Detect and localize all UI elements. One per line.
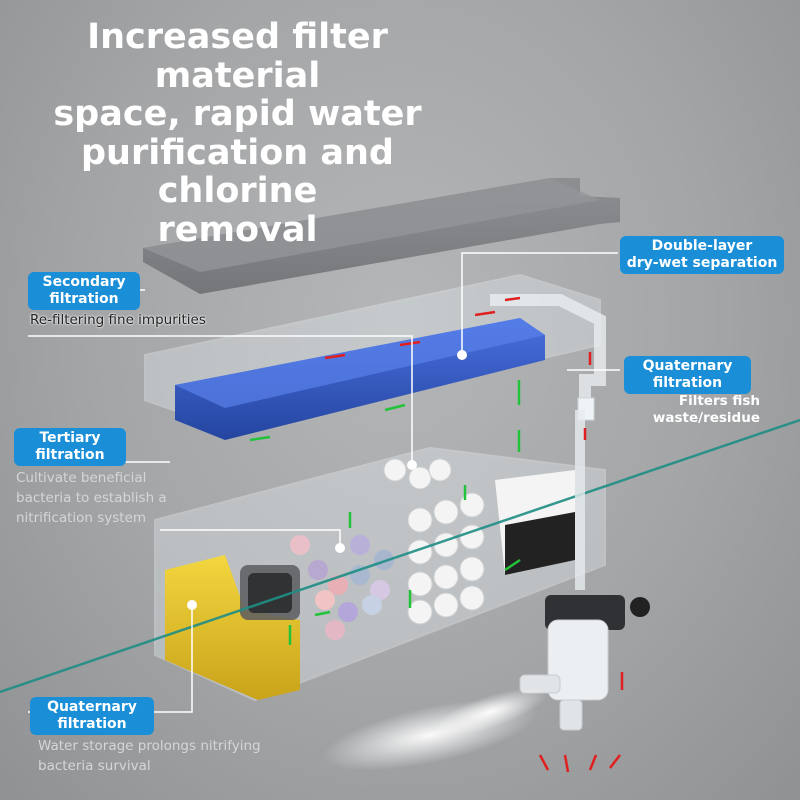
badge-tertiary-line-1: Tertiary bbox=[39, 430, 101, 446]
tertiary-description: Cultivate beneficial bacteria to establi… bbox=[16, 468, 167, 528]
quaternary-bottom-desc-2: bacteria survival bbox=[38, 758, 151, 774]
badge-quaternary-top: Quaternary filtration bbox=[624, 356, 751, 394]
quaternary-top-description: Filters fish waste/residue bbox=[650, 393, 760, 427]
badge-secondary-line-2: filtration bbox=[49, 291, 119, 307]
headline-line-4: removal bbox=[157, 209, 318, 250]
badge-double-layer-line-1: Double-layer bbox=[651, 238, 753, 254]
badge-quaternary-bottom-line-1: Quaternary bbox=[47, 699, 137, 715]
badge-quaternary-bottom: Quaternary filtration bbox=[30, 697, 154, 735]
flow-arrows-red bbox=[324, 296, 624, 773]
headline: Increased filter material space, rapid w… bbox=[0, 18, 475, 249]
badge-double-layer-line-2: dry-wet separation bbox=[626, 255, 778, 271]
water-line bbox=[0, 418, 800, 694]
submersible-pump bbox=[519, 410, 650, 731]
yellow-media bbox=[165, 555, 300, 700]
badge-double-layer: Double-layer dry-wet separation bbox=[620, 236, 784, 274]
tertiary-desc-1: Cultivate beneficial bbox=[16, 470, 147, 486]
badge-quaternary-bottom-line-2: filtration bbox=[57, 716, 127, 732]
headline-line-2: space, rapid water bbox=[53, 94, 422, 134]
badge-quaternary-top-line-1: Quaternary bbox=[642, 358, 733, 374]
lid bbox=[143, 178, 620, 294]
flow-arrows-green bbox=[249, 380, 521, 645]
tertiary-desc-2: bacteria to establish a bbox=[16, 490, 167, 506]
badge-secondary-line-1: Secondary bbox=[42, 274, 126, 290]
quaternary-bottom-desc-1: Water storage prolongs nitrifying bbox=[38, 738, 261, 754]
lower-tank bbox=[154, 446, 606, 702]
quaternary-bottom-description: Water storage prolongs nitrifying bacter… bbox=[38, 736, 261, 776]
quaternary-top-desc-1: Filters fish bbox=[678, 393, 760, 409]
tertiary-desc-3: nitrification system bbox=[16, 510, 147, 526]
badge-tertiary: Tertiary filtration bbox=[14, 428, 126, 466]
badge-secondary: Secondary filtration bbox=[28, 272, 140, 310]
secondary-description: Re-filtering fine impurities bbox=[30, 312, 206, 328]
carbon-media bbox=[505, 512, 575, 575]
ceramic-rings bbox=[383, 458, 485, 625]
quaternary-top-desc-2: waste/residue bbox=[652, 410, 760, 426]
headline-line-3: purification and chlorine bbox=[80, 132, 394, 211]
badge-quaternary-top-line-2: filtration bbox=[652, 375, 723, 391]
headline-line-1: Increased filter material bbox=[87, 17, 388, 96]
badge-tertiary-line-2: filtration bbox=[35, 447, 105, 463]
